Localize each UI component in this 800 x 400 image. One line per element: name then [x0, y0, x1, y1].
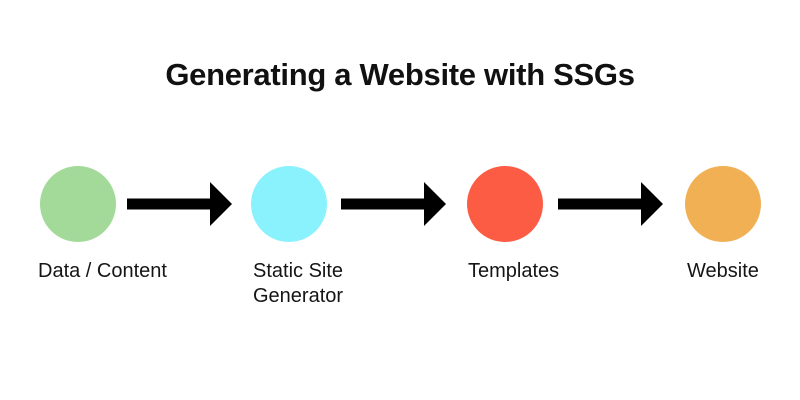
node-label-website: Website	[687, 260, 759, 282]
node-circle-data-content	[40, 166, 116, 242]
node-label-data-content: Data / Content	[38, 260, 167, 282]
arrow-right-icon	[127, 182, 232, 226]
node-label-templates: Templates	[468, 260, 560, 282]
arrow-right-icon	[341, 182, 446, 226]
node-label-static-site-generator: Static Site Generator	[253, 260, 344, 307]
diagram-title: Generating a Website with SSGs	[165, 57, 635, 92]
node-circle-website	[685, 166, 761, 242]
node-circle-static-site-generator	[251, 166, 327, 242]
arrow-right-icon	[558, 182, 663, 226]
node-circle-templates	[467, 166, 543, 242]
